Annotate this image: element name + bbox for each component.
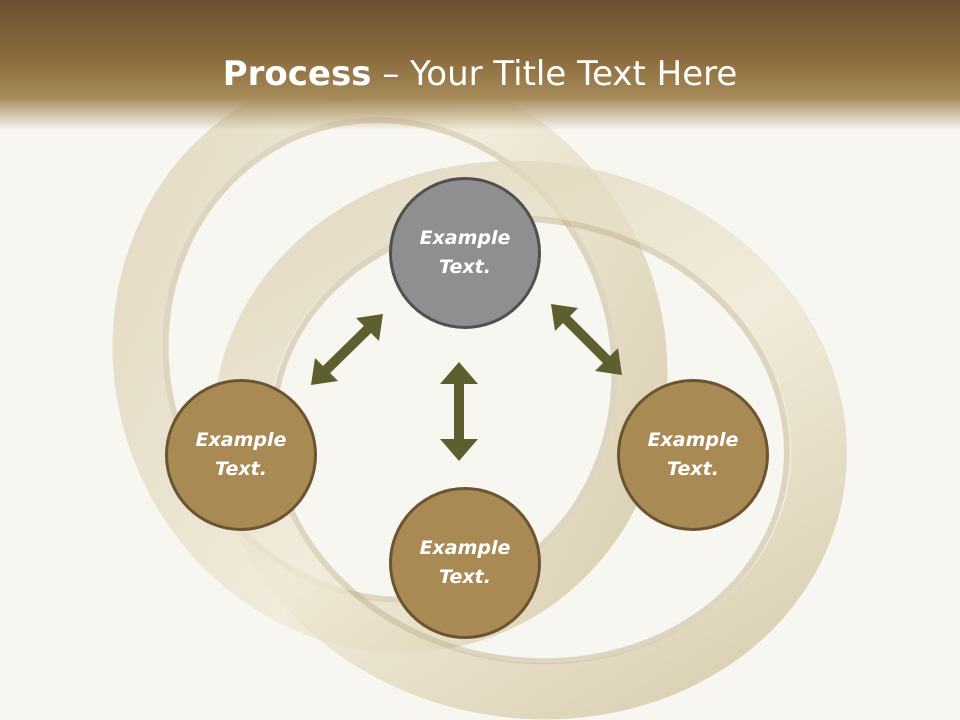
slide-title: Process – Your Title Text Here [0, 52, 960, 96]
node-top: Example Text. [389, 177, 541, 329]
node-right-label: Example Text. [647, 429, 739, 480]
node-right: Example Text. [617, 379, 769, 531]
arrow-top-right [551, 304, 622, 375]
title-band [0, 0, 960, 130]
node-bottom: Example Text. [389, 487, 541, 639]
title-bold-text: Process [222, 54, 372, 94]
node-left: Example Text. [165, 379, 317, 531]
node-bottom-label: Example Text. [419, 537, 511, 588]
arrow-top-bottom [440, 362, 478, 461]
node-left-label: Example Text. [195, 429, 287, 480]
title-rest-text: – Your Title Text Here [371, 54, 738, 94]
arrow-top-left [311, 314, 383, 385]
node-top-label: Example Text. [419, 227, 511, 278]
